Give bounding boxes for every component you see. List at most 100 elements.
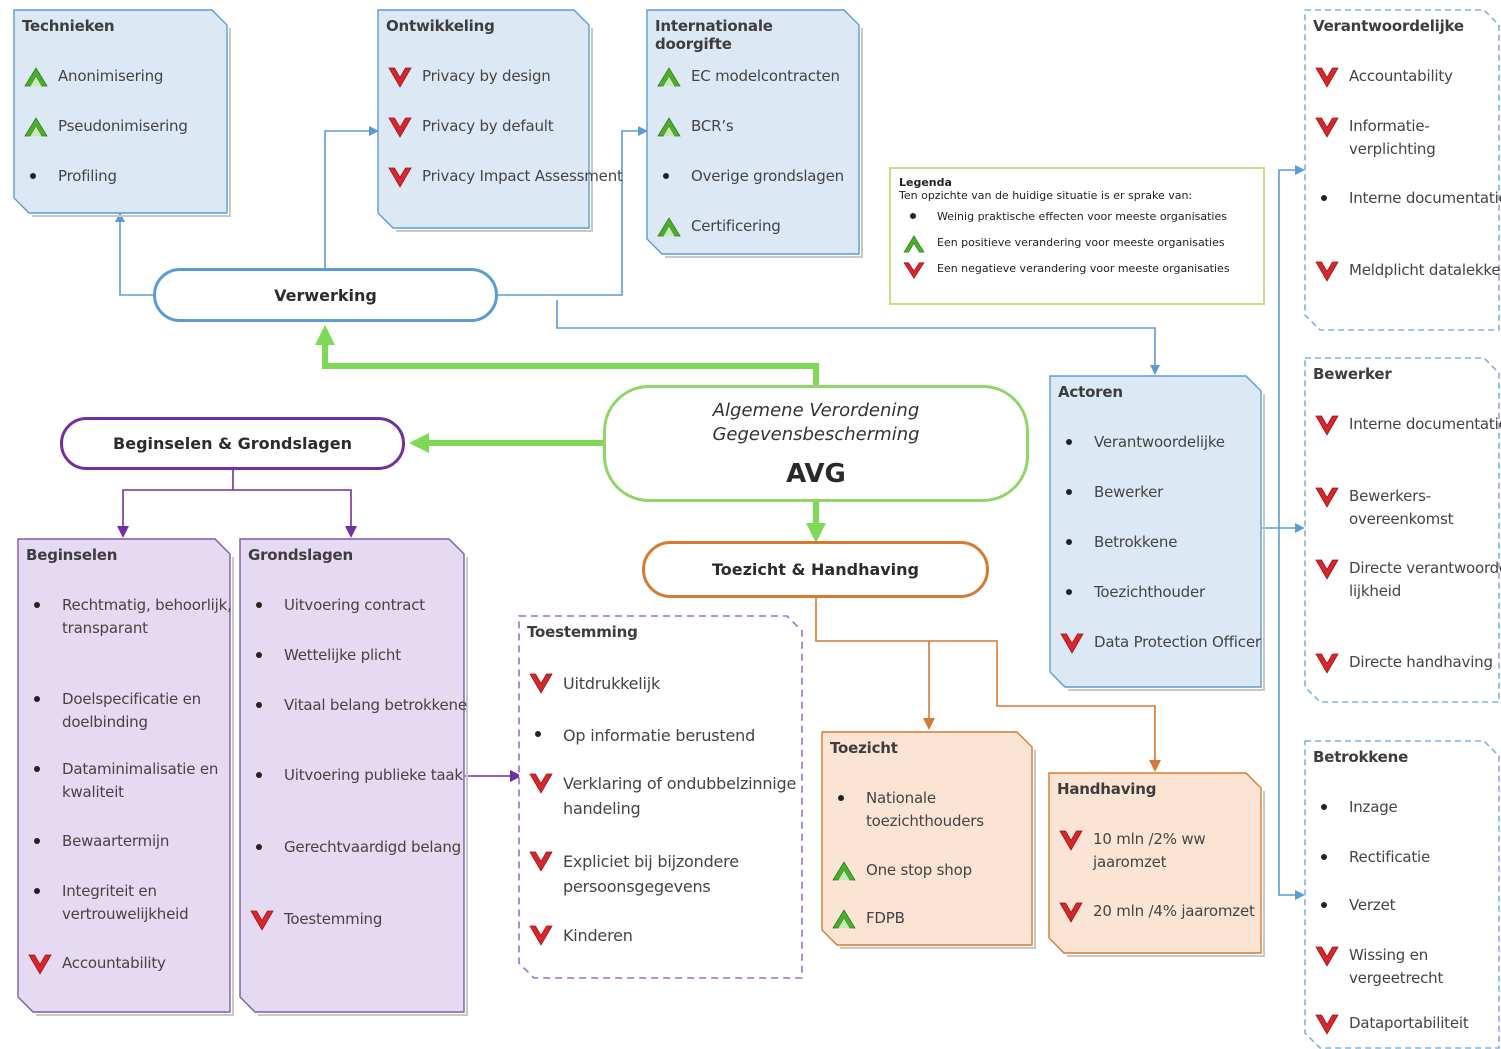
list-item-label: Interne documentatie [1349, 189, 1501, 207]
bullet-icon [838, 795, 844, 801]
list-item-label: Doelspecificatie en doelbinding [62, 690, 201, 731]
list-item-label: Verantwoordelijke [1094, 433, 1225, 451]
beginselen-grondslagen-label: Beginselen & Grondslagen [113, 434, 352, 453]
list-item: Overige grondslagen [655, 165, 902, 188]
box-shape [1304, 9, 1500, 331]
red-chevron-down-icon [529, 924, 553, 946]
list-item: Expliciet bij bijzondere persoonsgegeven… [527, 849, 839, 899]
list-item: Betrokkene [1058, 531, 1295, 554]
list-item: BCR’s [655, 115, 902, 138]
list-item-label: Bewerker [1094, 483, 1164, 501]
actoren-to-verantwoordelijke-arrow [1262, 165, 1305, 529]
bullet-icon [1066, 539, 1072, 545]
red-chevron-down-icon [1315, 945, 1339, 967]
box-shape [1048, 772, 1265, 957]
bullet-icon [663, 173, 669, 179]
legend-item-down: Een negatieve verandering voor meeste or… [899, 260, 1255, 286]
list-item-label: Data Protection Officer [1094, 633, 1261, 651]
bullet-icon [1321, 195, 1327, 201]
box-shape [518, 615, 803, 979]
list-item: Privacy by design [386, 65, 628, 88]
box-shape [1304, 357, 1500, 703]
list-item: Toestemming [248, 908, 490, 931]
list-item: Verantwoordelijke [1058, 431, 1295, 454]
green-chevron-up-icon [657, 216, 681, 238]
list-item: Privacy by default [386, 115, 628, 138]
list-item-label: Bewerkers-overeenkomst [1349, 487, 1454, 528]
avg-abbr: AVG [786, 458, 846, 489]
list-item-label: Meldplicht datalekken [1349, 261, 1501, 279]
list-item: Verklaring of ondubbelzinnige handeling [527, 771, 839, 821]
red-chevron-down-icon [1315, 116, 1339, 138]
legend-title: Legenda [899, 176, 952, 189]
list-item: One stop shop [830, 859, 1052, 882]
list-item-label: Informatie-verplichting [1349, 117, 1436, 158]
list-item: Data Protection Officer [1058, 631, 1295, 654]
list-item-label: Rectificatie [1349, 848, 1431, 866]
green-chevron-up-icon [24, 116, 48, 138]
green-chevron-up-icon [903, 234, 925, 254]
bullet-icon [34, 838, 40, 844]
bullet-icon [256, 844, 262, 850]
list-item: Informatie-verplichting [1313, 115, 1501, 161]
list-item-label: Bewaartermijn [62, 832, 170, 850]
box-shape [1304, 740, 1500, 1049]
list-item-label: Gerechtvaardigd belang [284, 838, 461, 856]
bullet-icon [1321, 902, 1327, 908]
bullet-icon [256, 652, 262, 658]
handhaving-title: Handhaving [1057, 780, 1157, 798]
legend: Legenda Ten opzichte van de huidige situ… [889, 167, 1265, 305]
grondslagen-title: Grondslagen [248, 546, 354, 564]
toezicht-handhaving-label: Toezicht & Handhaving [711, 560, 920, 579]
actoren-to-betrokkene-arrow [1278, 528, 1305, 900]
bullet-icon [34, 888, 40, 894]
red-chevron-down-icon [388, 166, 412, 188]
list-item-label: Directe handhaving [1349, 653, 1493, 671]
box-shape [17, 538, 234, 1016]
red-chevron-down-icon [1315, 558, 1339, 580]
avg-center-node[interactable]: Algemene Verordening Gegevensbescherming… [603, 385, 1029, 502]
list-item-label: Directe verantwoorde-lijkheid [1349, 559, 1501, 600]
list-item-label: Privacy Impact Assessment [422, 167, 623, 185]
beginselen-grondslagen-node[interactable]: Beginselen & Grondslagen [60, 417, 405, 470]
bullet-icon [1066, 439, 1072, 445]
list-item: FDPB [830, 907, 1052, 930]
list-item-label: Uitvoering contract [284, 596, 425, 614]
red-chevron-down-icon [1059, 901, 1083, 923]
list-item-label: Anonimisering [58, 67, 164, 85]
list-item: EC modelcontracten [655, 65, 902, 88]
list-item: Accountability [26, 952, 263, 975]
verwerking-label: Verwerking [274, 285, 377, 305]
legend-item-label: Weinig praktische effecten voor meeste o… [937, 210, 1227, 223]
list-item-label: Pseudonimisering [58, 117, 188, 135]
list-item-label: BCR’s [691, 117, 734, 135]
list-item: Inzage [1313, 796, 1501, 819]
toezicht-handhaving-node[interactable]: Toezicht & Handhaving [642, 541, 989, 598]
bullet-icon [1066, 589, 1072, 595]
list-item: Uitvoering contract [248, 594, 490, 617]
list-item: Accountability [1313, 65, 1501, 88]
list-item-label: Toezichthouder [1094, 583, 1206, 601]
list-item: Bewaartermijn [26, 830, 263, 853]
betrokkene-title: Betrokkene [1313, 748, 1409, 766]
list-item: Gerechtvaardigd belang [248, 836, 490, 859]
list-item: Directe handhaving [1313, 651, 1501, 674]
box-shape [239, 538, 468, 1016]
list-item-label: Verklaring of ondubbelzinnige handeling [563, 774, 797, 818]
actoren-title: Actoren [1058, 383, 1123, 401]
legend-subtitle: Ten opzichte van de huidige situatie is … [899, 189, 1193, 202]
list-item: Interne documentatie [1313, 413, 1501, 436]
list-item: Meldplicht datalekken [1313, 259, 1501, 282]
verwerking-node[interactable]: Verwerking [153, 268, 498, 322]
verwerking-to-ontwikkeling-arrow [324, 126, 379, 268]
